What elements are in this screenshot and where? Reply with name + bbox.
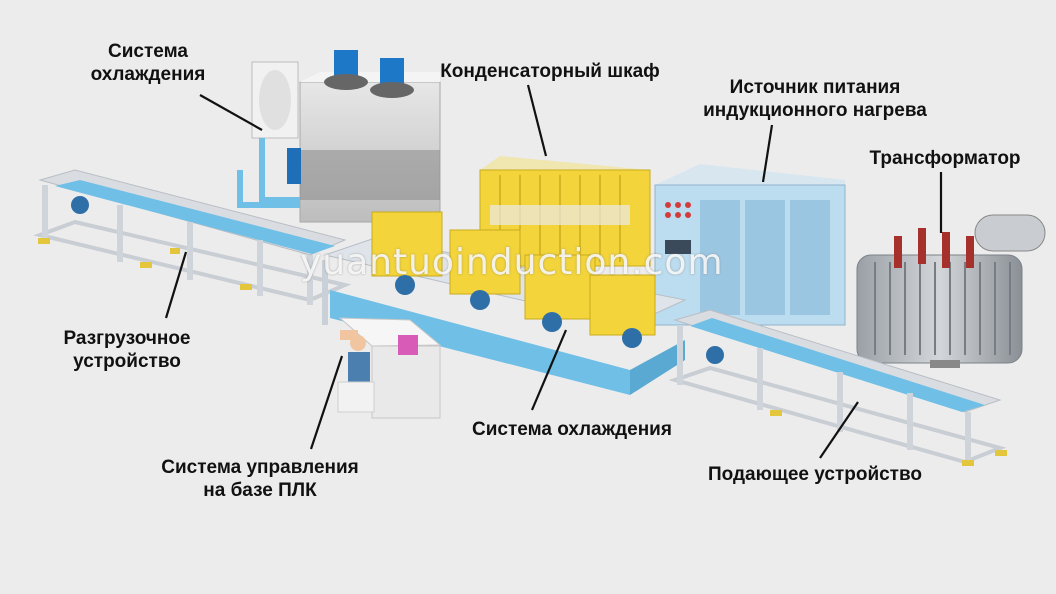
leader-lines [164,84,943,459]
label-plc-control-line2: на базе ПЛК [203,480,317,501]
label-cooling-system-top-line2: охлаждения [90,64,206,85]
feeding-conveyor [668,309,1007,466]
watermark: yuantuoinduction.com [300,242,724,283]
label-capacitor-cabinet-text: Конденсаторный шкаф [440,61,660,82]
leader-cooling-top [199,94,263,131]
label-power-supply-line1: Источник питания [729,77,901,98]
label-power-supply-line2: индукционного нагрева [703,100,927,121]
leader-cooling-bottom [530,329,568,411]
plc-control-desk [337,317,442,419]
label-feeding-device: Подающее устройство [700,463,930,486]
label-cooling-system-bottom: Система охлаждения [462,418,682,441]
leader-unloading [164,251,188,319]
leader-power-supply [761,124,774,183]
label-transformer-text: Трансформатор [869,148,1021,169]
label-unloading-device-line2: устройство [73,351,181,372]
cooling-tower [237,50,441,223]
label-feeding-device-text: Подающее устройство [707,464,923,485]
label-cooling-system-bottom-text: Система охлаждения [472,419,672,440]
label-transformer: Трансформатор [855,147,1035,170]
power-supply-cabinet [654,164,846,326]
leader-feeding [819,401,859,459]
label-plc-control: Система управления на базе ПЛК [140,456,380,502]
leader-plc [309,355,344,450]
label-plc-control-line1: Система управления [161,457,359,478]
label-capacitor-cabinet: Конденсаторный шкаф [430,60,670,83]
leader-capacitor [526,84,548,157]
unloading-conveyor [33,169,352,305]
label-unloading-device: Разгрузочное устройство [52,327,202,373]
label-cooling-system-top: Система охлаждения [78,40,218,86]
label-cooling-system-top-line1: Система [108,41,188,62]
capacitor-cabinet [479,156,651,267]
label-unloading-device-line1: Разгрузочное [63,328,191,349]
transformer [856,214,1046,368]
heating-station [322,211,687,395]
label-power-supply: Источник питания индукционного нагрева [690,76,940,122]
